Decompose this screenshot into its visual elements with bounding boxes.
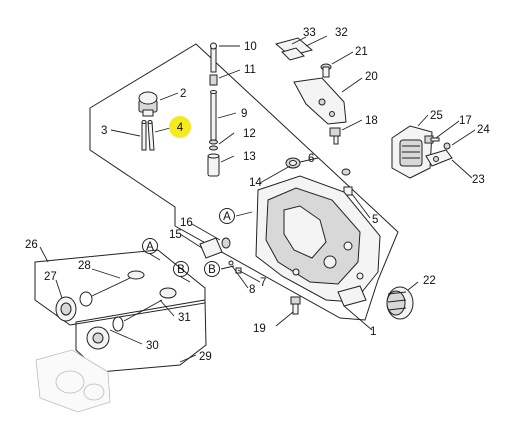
bearing-part: [386, 286, 414, 320]
callout-22: 22: [423, 275, 436, 287]
callout-25: 25: [430, 110, 443, 122]
fitting-parts-7-8-15-16: [199, 237, 242, 274]
callout-13: 13: [243, 151, 256, 163]
screw-18-part: [329, 127, 341, 145]
section-marker-a2: A: [142, 238, 161, 261]
small-parts-17-23-24: [424, 135, 453, 167]
chain-guard-part: [391, 125, 433, 179]
screw-19-part: [290, 296, 301, 315]
fuel-hose-parts: [141, 120, 155, 151]
callout-33: 33: [303, 27, 316, 39]
callout-11: 11: [244, 64, 256, 76]
callout-17: 17: [459, 115, 472, 127]
callout-2: 2: [180, 88, 186, 100]
filter-parts-27-28: [55, 270, 145, 322]
callout-27: 27: [44, 271, 57, 283]
svg-text:B: B: [208, 264, 216, 276]
callout-1: 1: [370, 326, 376, 338]
callout-16: 16: [180, 217, 193, 229]
svg-text:A: A: [223, 211, 231, 223]
label-plates-part: [274, 37, 314, 61]
highlight-marker: [169, 116, 191, 138]
callout-29: 29: [199, 351, 212, 363]
primer-bulb-part: [138, 91, 158, 117]
callout-14: 14: [249, 177, 262, 189]
callout-12: 12: [243, 128, 256, 140]
crankcase-body-part: [255, 175, 381, 307]
callout-8: 8: [249, 284, 255, 296]
callout-leader-lines: [39, 35, 476, 363]
callout-5: 5: [372, 214, 378, 226]
callout-30: 30: [146, 340, 159, 352]
bracket-plate-part: [293, 77, 347, 125]
callout-3: 3: [101, 125, 107, 137]
main-assembly-outline: [89, 43, 399, 321]
callout-19: 19: [253, 323, 266, 335]
section-marker-b1: B: [173, 261, 191, 283]
svg-text:B: B: [177, 264, 185, 276]
sub-assembly-outline-29: [75, 299, 207, 373]
filter-parts-30-31: [86, 287, 177, 350]
callout-9: 9: [241, 108, 247, 120]
callout-28: 28: [78, 260, 91, 272]
callout-20: 20: [365, 71, 378, 83]
seal-parts: [285, 157, 353, 196]
engine-ghost-illustration: [35, 349, 111, 413]
callout-18: 18: [365, 115, 378, 127]
callout-24: 24: [477, 124, 490, 136]
callout-7: 7: [260, 277, 266, 289]
callout-32: 32: [335, 27, 348, 39]
callout-26: 26: [25, 239, 38, 251]
bolt-21-part: [320, 63, 332, 78]
callout-labels: 1 2 3 4 5 6 7 8 9 10 11 12 13 14 15 16 1…: [25, 27, 490, 363]
oil-pump-stack-parts: [207, 42, 220, 177]
callout-6: 6: [308, 153, 314, 165]
section-marker-a1: A: [219, 208, 253, 224]
callout-31: 31: [178, 312, 191, 324]
svg-text:A: A: [146, 241, 154, 253]
callout-15: 15: [169, 229, 182, 241]
callout-4: 4: [177, 122, 184, 134]
callout-23: 23: [472, 174, 485, 186]
callout-10: 10: [244, 41, 257, 53]
callout-21: 21: [355, 46, 368, 58]
